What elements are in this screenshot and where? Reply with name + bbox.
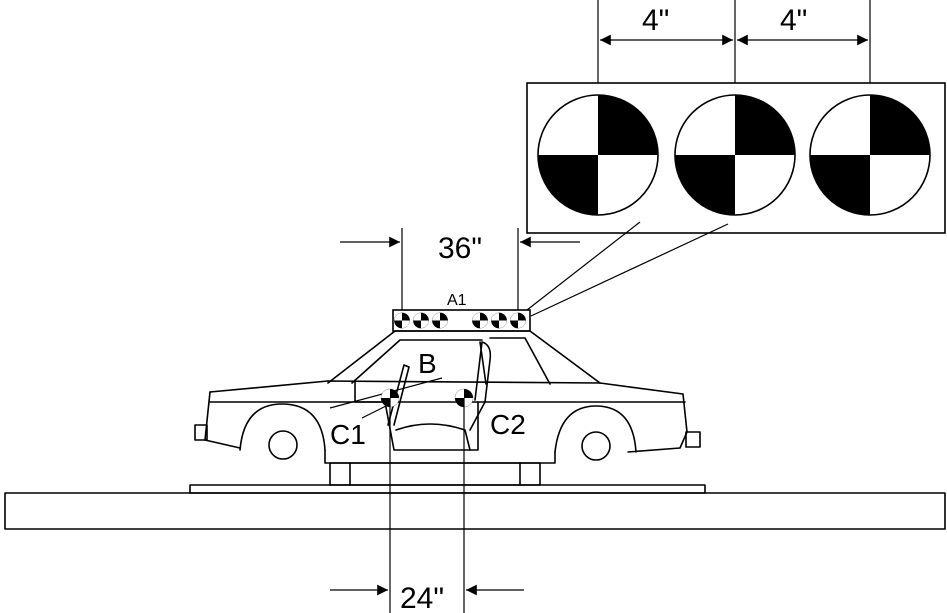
spacing-label-left: 4" <box>642 4 669 37</box>
target-icon-2 <box>674 94 796 216</box>
bar-target-icon-5 <box>491 312 507 329</box>
target-icon-3 <box>809 94 931 216</box>
target-spacing-dimension: 4" 4" <box>597 0 871 95</box>
spacing-label-right: 4" <box>780 4 807 37</box>
bar-width-dimension: 36" <box>340 228 580 312</box>
point-c1-label: C1 <box>330 419 366 450</box>
bar-target-icon-2 <box>413 312 429 329</box>
bar-target-icon-3 <box>432 312 448 329</box>
bar-width-label: 36" <box>438 232 482 265</box>
point-c2-label: C2 <box>490 409 526 440</box>
bar-id-label: A1 <box>447 292 467 309</box>
target-icon-1 <box>537 94 659 216</box>
seat-spacing-label: 24" <box>400 582 444 613</box>
enlarged-target-panel <box>526 82 946 234</box>
callout-lines <box>526 221 729 317</box>
car-outline <box>194 330 701 464</box>
platform <box>4 462 946 530</box>
bar-target-icon-4 <box>472 312 488 329</box>
bar-target-icon-1 <box>394 312 410 329</box>
seat-spacing-dimension: 24" <box>330 398 524 613</box>
point-b-label: B <box>418 348 437 379</box>
bar-target-icon-6 <box>510 312 526 329</box>
roof-target-bar: A1 <box>392 292 531 332</box>
